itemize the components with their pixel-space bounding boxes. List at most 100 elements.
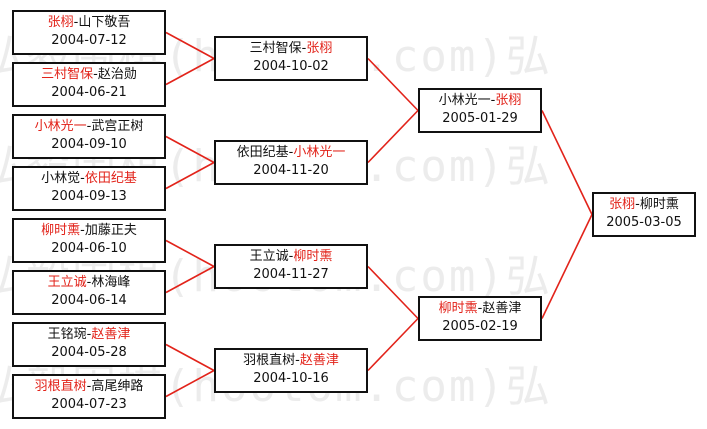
winner-name: 柳时熏 [438,301,478,316]
match-players: 王铭琬-赵善津 [14,326,164,344]
match-date: 2005-01-29 [442,111,518,126]
match-players: 小林光一-张栩 [420,92,540,110]
player-separator: - [80,171,85,186]
match-box-round2: 三村智保-张栩 2004-10-02 [214,36,368,81]
match-box-round1: 羽根直树-高尾绅路 2004-07-23 [12,374,166,419]
bracket-connector-line [367,109,419,164]
winner-name: 小林光一 [293,145,346,160]
match-box-round3: 小林光一-张栩 2005-01-29 [418,88,542,133]
match-date: 2004-11-27 [253,267,329,282]
match-box-round1: 小林光一-武宫正树 2004-09-10 [12,114,166,159]
winner-name: 依田纪基 [84,171,137,186]
match-box-round1: 张栩-山下敬吾 2004-07-12 [12,10,166,55]
player-separator: - [477,301,483,316]
winner-name: 羽根直树 [34,379,87,394]
bracket-connector-line [165,343,215,372]
match-box-round2: 王立诚-柳时熏 2004-11-27 [214,244,368,289]
match-date: 2004-07-23 [51,397,127,412]
player-name: 武宫正树 [91,119,144,134]
player-name: 依田纪基 [236,145,289,160]
player-name: 王立诚 [249,249,289,264]
match-date: 2004-07-12 [51,33,127,48]
winner-name: 三村智保 [41,67,94,82]
bracket-connector-line [165,135,215,164]
match-box-round3: 柳时熏-赵善津 2005-02-19 [418,296,542,341]
bracket-connector-line [165,57,215,86]
match-date: 2004-06-21 [51,85,127,100]
winner-name: 张栩 [495,93,522,108]
player-separator: - [288,249,294,264]
match-date: 2004-10-02 [253,59,329,74]
match-date: 2005-03-05 [606,215,682,230]
match-players: 三村智保-张栩 [216,40,366,58]
winner-name: 柳时熏 [293,249,333,264]
match-date: 2004-06-14 [51,293,127,308]
player-separator: - [295,353,300,368]
match-players: 小林觉-依田纪基 [14,170,164,188]
match-date: 2004-09-13 [51,189,127,204]
match-players: 王立诚-林海峰 [14,274,164,292]
match-date: 2004-06-10 [51,241,127,256]
winner-name: 小林光一 [34,119,87,134]
match-players: 羽根直树-高尾绅路 [14,378,164,396]
player-name: 高尾绅路 [91,379,144,394]
player-separator: - [86,119,92,134]
player-name: 赵治勋 [97,67,137,82]
bracket-connector-line [541,110,593,215]
bracket-connector-line [367,317,419,372]
player-name: 柳时熏 [639,197,679,212]
winner-name: 张栩 [47,15,74,30]
match-date: 2004-10-16 [253,371,329,386]
match-players: 羽根直树-赵善津 [216,352,366,370]
player-name: 山下敬吾 [78,15,131,30]
player-separator: - [635,197,640,212]
bracket-connector-line [367,57,419,112]
match-box-round1: 王立诚-林海峰 2004-06-14 [12,270,166,315]
player-name: 加藤正夫 [84,223,137,238]
player-name: 林海峰 [91,275,131,290]
player-name: 三村智保 [249,41,302,56]
winner-name: 张栩 [306,41,333,56]
match-players: 张栩-柳时熏 [594,196,694,214]
player-name: 赵善津 [482,301,522,316]
match-box-round1: 王铭琬-赵善津 2004-05-28 [12,322,166,367]
match-box-round2: 羽根直树-赵善津 2004-10-16 [214,348,368,393]
match-box-round1: 小林觉-依田纪基 2004-09-13 [12,166,166,211]
match-date: 2004-09-10 [51,137,127,152]
player-separator: - [86,275,92,290]
winner-name: 王立诚 [47,275,87,290]
match-players: 小林光一-武宫正树 [14,118,164,136]
player-separator: - [93,67,98,82]
match-players: 依田纪基-小林光一 [216,144,366,162]
match-box-round1: 柳时熏-加藤正夫 2004-06-10 [12,218,166,263]
match-box-final: 张栩-柳时熏 2005-03-05 [592,192,696,237]
match-players: 王立诚-柳时熏 [216,248,366,266]
bracket-connector-line [165,239,215,268]
player-name: 小林光一 [438,93,491,108]
match-date: 2004-05-28 [51,345,127,360]
player-separator: - [288,145,294,160]
match-players: 张栩-山下敬吾 [14,14,164,32]
bracket-connector-line [367,265,419,320]
winner-name: 赵善津 [91,327,131,342]
winner-name: 张栩 [609,197,636,212]
player-name: 羽根直树 [243,353,296,368]
match-box-round2: 依田纪基-小林光一 2004-11-20 [214,140,368,185]
player-separator: - [86,327,92,342]
player-name: 王铭琬 [47,327,87,342]
player-separator: - [490,93,496,108]
bracket-connector-line [165,265,215,294]
match-box-round1: 三村智保-赵治勋 2004-06-21 [12,62,166,107]
match-date: 2005-02-19 [442,319,518,334]
match-players: 柳时熏-加藤正夫 [14,222,164,240]
match-players: 三村智保-赵治勋 [14,66,164,84]
player-separator: - [86,379,92,394]
player-separator: - [301,41,307,56]
bracket-connector-line [541,214,593,319]
player-separator: - [73,15,79,30]
bracket-connector-line [165,161,215,190]
match-players: 柳时熏-赵善津 [420,300,540,318]
player-name: 小林觉 [41,171,81,186]
